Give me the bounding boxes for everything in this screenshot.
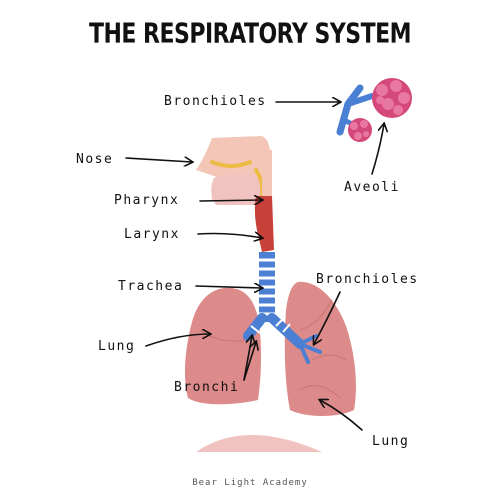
label-larynx: Larynx (124, 227, 180, 242)
label-nose: Nose (76, 152, 114, 167)
bronchi-rings (250, 317, 291, 334)
left-lung (184, 287, 261, 405)
right-lung-vessels (299, 299, 347, 399)
label-bronchi: Bronchi (174, 380, 240, 395)
arrow-trachea (195, 286, 262, 288)
pharynx-tube (262, 150, 272, 196)
right-lung (284, 281, 356, 416)
label-pharynx: Pharynx (114, 193, 180, 208)
arrow-lung-right (320, 400, 363, 431)
diaphragm (196, 435, 322, 452)
larynx (254, 196, 274, 252)
label-aveoli: Aveoli (344, 180, 400, 195)
oral-cavity (211, 173, 261, 205)
nasal-cartilage (210, 160, 252, 168)
label-bronchioles-top: Bronchioles (164, 94, 267, 109)
arrow-larynx (197, 234, 262, 239)
pointer-arrows (125, 102, 384, 431)
left-bronchus (243, 313, 267, 341)
trachea-rings (259, 258, 275, 316)
arrow-nose (125, 158, 192, 162)
alveoli-cluster-large (372, 78, 412, 118)
arrow-bronchi-2 (243, 342, 256, 381)
arrow-lung-left (145, 334, 210, 347)
label-lung-left: Lung (98, 339, 136, 354)
arrow-aveoli (371, 124, 384, 175)
label-lung-right: Lung (372, 434, 410, 449)
arrow-bronchioles-right (314, 291, 341, 344)
arrow-pharynx (199, 200, 262, 201)
footer-credit: Bear Light Academy (192, 478, 308, 488)
alveoli-cluster-small (348, 118, 372, 142)
page-title: THE RESPIRATORY SYSTEM (88, 18, 412, 51)
label-bronchioles-right: Bronchioles (316, 272, 419, 287)
right-bronchus (267, 313, 305, 349)
label-trachea: Trachea (118, 279, 184, 294)
